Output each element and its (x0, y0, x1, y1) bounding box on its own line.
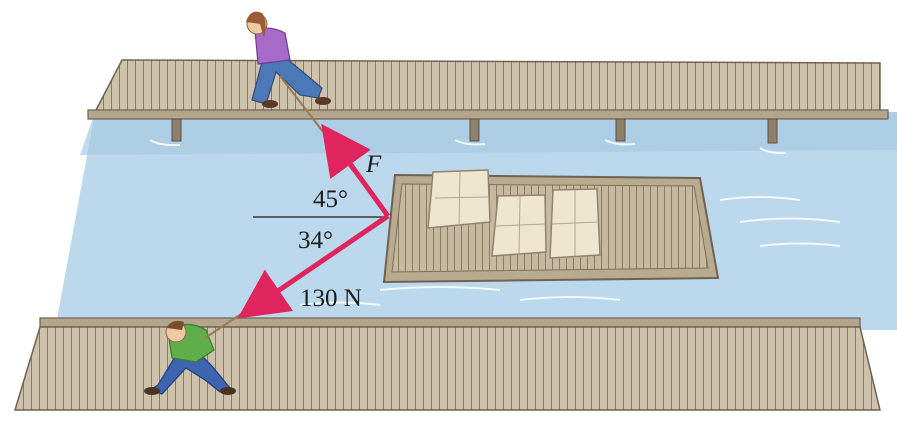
person-bottom (144, 320, 236, 395)
person-top (246, 11, 331, 108)
angle-45-label: 45° (313, 186, 348, 213)
person-top-legs (251, 57, 323, 105)
top-dock-deck (93, 59, 881, 113)
force-vectors (237, 123, 391, 319)
angle-34-label: 34° (298, 227, 333, 254)
force-arrow-f (321, 123, 391, 218)
force-arrow-130n (237, 213, 390, 319)
bottom-dock-deck (13, 326, 881, 411)
barge (382, 169, 720, 284)
top-dock-edge (87, 109, 889, 120)
dock-pilings (171, 118, 778, 144)
person-top-hair (246, 11, 266, 38)
force-f-label: F (365, 151, 382, 178)
water-ripples (149, 139, 841, 306)
force-130n-label: 130 N (300, 285, 362, 312)
water-highlight (80, 112, 897, 155)
bottom-dock (13, 317, 881, 411)
